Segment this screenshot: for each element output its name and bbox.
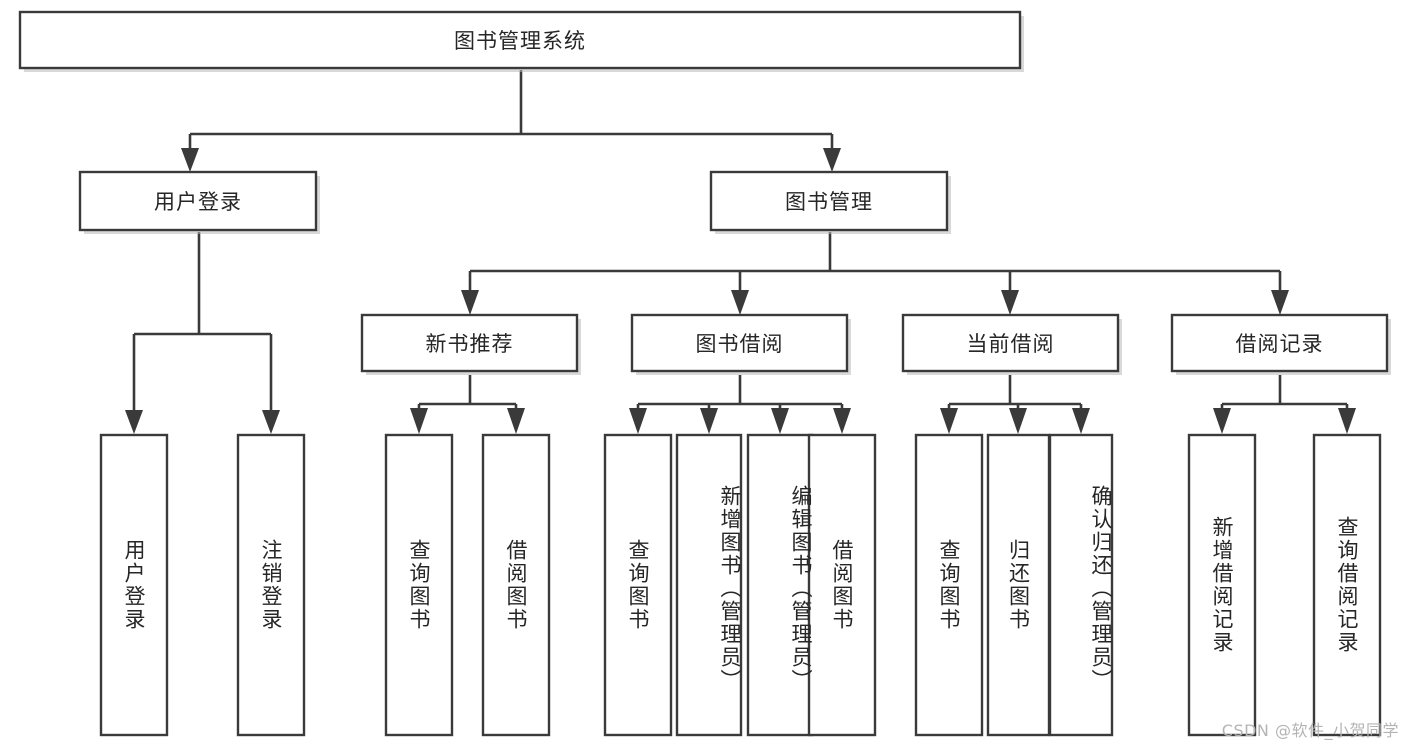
- arrow-head-leaf-return-book: [1009, 408, 1027, 434]
- node-leaf-user-login[interactable]: [99, 433, 169, 737]
- node-leaf-confirm-return[interactable]: [1048, 433, 1114, 737]
- node-leaf-logout[interactable]: [236, 433, 306, 737]
- arrow-head-leaf-borrow-book-1: [507, 408, 525, 434]
- arrow-head-book-manage: [823, 148, 841, 172]
- node-leaf-borrow-book-2[interactable]: [807, 433, 877, 737]
- arrow-head-leaf-query-book-3: [940, 408, 958, 434]
- csdn-watermark: CSDN @软件_小贺同学: [1221, 721, 1399, 740]
- node-leaf-return-book[interactable]: [986, 433, 1051, 737]
- node-leaf-borrow-book-1[interactable]: [481, 433, 551, 737]
- arrow-head-leaf-query-book-2: [629, 408, 647, 434]
- node-leaf-query-record[interactable]: [1312, 433, 1382, 737]
- node-leaf-add-record[interactable]: [1187, 433, 1257, 737]
- arrow-head-leaf-add-record: [1213, 408, 1231, 434]
- arrow-head-leaf-edit-book: [771, 408, 789, 434]
- arrow-head-leaf-confirm-return: [1072, 408, 1090, 434]
- node-leaf-edit-book[interactable]: [746, 433, 814, 737]
- node-root[interactable]: [18, 10, 1022, 70]
- arrow-head-new-book-rec: [461, 290, 479, 315]
- node-book-manage[interactable]: [709, 170, 949, 232]
- arrow-head-leaf-add-book: [700, 408, 718, 434]
- arrow-head-current-borrow: [1001, 290, 1019, 315]
- node-leaf-add-book[interactable]: [675, 433, 743, 737]
- node-user-login[interactable]: [78, 170, 318, 232]
- node-new-book-rec[interactable]: [360, 313, 579, 373]
- arrow-head-leaf-user-login: [125, 410, 143, 434]
- node-leaf-query-book-2[interactable]: [603, 433, 673, 737]
- arrow-head-leaf-query-record: [1338, 408, 1356, 434]
- node-leaf-query-book-1[interactable]: [384, 433, 454, 737]
- node-borrow-record[interactable]: [1170, 313, 1389, 373]
- arrow-head-user-login: [181, 148, 199, 172]
- arrow-head-book-borrow: [731, 290, 749, 315]
- edge-layer: [125, 70, 1356, 434]
- node-leaf-query-book-3[interactable]: [914, 433, 984, 737]
- arrow-head-leaf-logout: [262, 410, 280, 434]
- arrow-head-leaf-query-book-1: [410, 408, 428, 434]
- arrow-head-borrow-record: [1271, 290, 1289, 315]
- node-current-borrow[interactable]: [901, 313, 1120, 373]
- node-book-borrow[interactable]: [630, 313, 849, 373]
- node-layer: [18, 10, 1391, 737]
- arrow-head-leaf-borrow-book-2: [833, 408, 851, 434]
